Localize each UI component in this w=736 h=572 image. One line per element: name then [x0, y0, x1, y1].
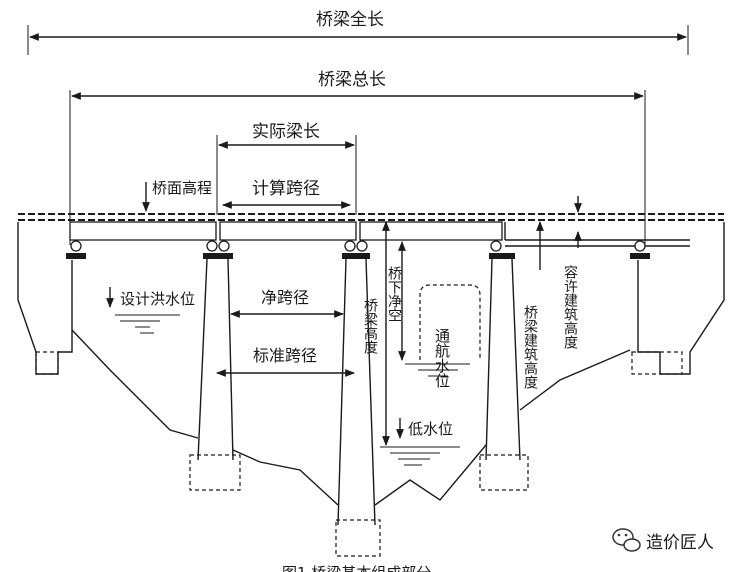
watermark: 造价匠人 [612, 528, 714, 553]
wechat-icon [612, 528, 641, 552]
dim-full-length: 桥梁全长 [27, 8, 689, 55]
label-calc-span: 计算跨径 [252, 179, 320, 199]
label-building-height: 桥梁建筑高度 [522, 305, 538, 389]
label-deck-elevation: 桥面高程 [152, 179, 212, 197]
bearings [66, 240, 650, 259]
label-design-flood: 设计洪水位 [120, 290, 195, 308]
right-abutment [631, 222, 725, 375]
label-underbridge-clearance: 桥下净空 [386, 266, 402, 322]
dim-total-length: 桥梁总长 [69, 68, 646, 245]
label-clearance-height: 容许建筑高度 [562, 264, 578, 349]
label-low-water: 低水位 [408, 420, 453, 438]
low-water-level: 低水位 [380, 418, 460, 466]
label-navigation-level: 通航水位 [433, 328, 451, 388]
deck-elevation: 桥面高程 [142, 179, 212, 212]
label-full-length: 桥梁全长 [316, 10, 384, 30]
navigation-clearance-box: 通航水位 [405, 284, 481, 388]
label-standard-span: 标准跨径 [253, 346, 317, 365]
clear-span: 净跨径 [230, 288, 344, 318]
bridge-deck [18, 213, 724, 247]
pier-2 [335, 258, 381, 557]
ground-profile [71, 329, 631, 506]
design-flood-level: 设计洪水位 [106, 287, 195, 334]
label-total-length: 桥梁总长 [318, 70, 386, 90]
label-clear-span: 净跨径 [261, 288, 309, 307]
pier-1 [189, 258, 241, 491]
dim-underbridge-clearance: 桥下净空 [386, 241, 406, 361]
figure-caption: 图1 桥梁基本组成部分 [282, 564, 431, 572]
watermark-text: 造价匠人 [646, 533, 714, 553]
left-abutment [17, 222, 73, 375]
dim-actual-beam: 实际梁长 [216, 122, 357, 215]
label-actual-beam: 实际梁长 [252, 122, 320, 142]
label-bridge-height: 桥梁高度 [362, 298, 378, 354]
standard-span: 标准跨径 [216, 346, 355, 377]
dim-building-height: 桥梁建筑高度 [522, 221, 544, 389]
dim-clearance-height: 容许建筑高度 [562, 196, 582, 349]
dim-calc-span: 计算跨径 [222, 179, 351, 209]
dim-bridge-height: 桥梁高度 [362, 221, 390, 446]
pier-3 [479, 258, 529, 491]
